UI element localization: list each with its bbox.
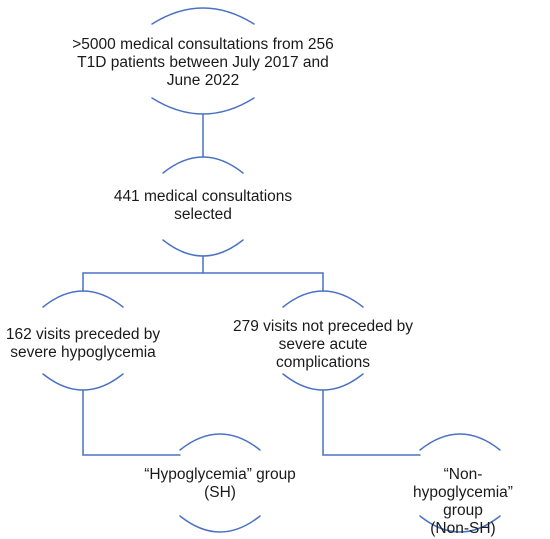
node-all-arc-bottom <box>151 97 255 115</box>
node-selected-arc-top <box>162 156 244 174</box>
node-selected-label: 441 medical consultations selected <box>113 188 293 223</box>
node-non-sh-visits-arc-top <box>282 290 364 308</box>
node-sh-visits-label: 162 visits preceded by severe hypoglycem… <box>5 326 161 361</box>
node-non-sh-visits-arc-bottom <box>282 373 364 391</box>
node-non-sh-group-arc-top <box>419 433 501 451</box>
node-selected-arc-bottom <box>162 239 244 257</box>
node-sh-visits-arc-bottom <box>42 373 124 391</box>
node-all-label: >5000 medical consultations from 256 T1D… <box>72 36 334 89</box>
node-all-arc-top <box>151 7 255 25</box>
node-non-sh-group-arc-bottom <box>419 515 501 533</box>
node-non-sh-visits-label: 279 visits not preceded by severe acute … <box>232 318 414 371</box>
node-sh-group-label: “Hypoglycemia” group (SH) <box>144 466 296 501</box>
node-sh-group-arc-top <box>179 433 261 451</box>
connector-sh-visits-to-group <box>82 389 181 456</box>
node-sh-group-arc-bottom <box>179 515 261 533</box>
node-sh-visits-arc-top <box>42 290 124 308</box>
connector-non-sh-visits-to-group <box>322 389 421 456</box>
node-non-sh-group-label: “Non-hypoglycemia” group (Non-SH) <box>413 466 513 537</box>
